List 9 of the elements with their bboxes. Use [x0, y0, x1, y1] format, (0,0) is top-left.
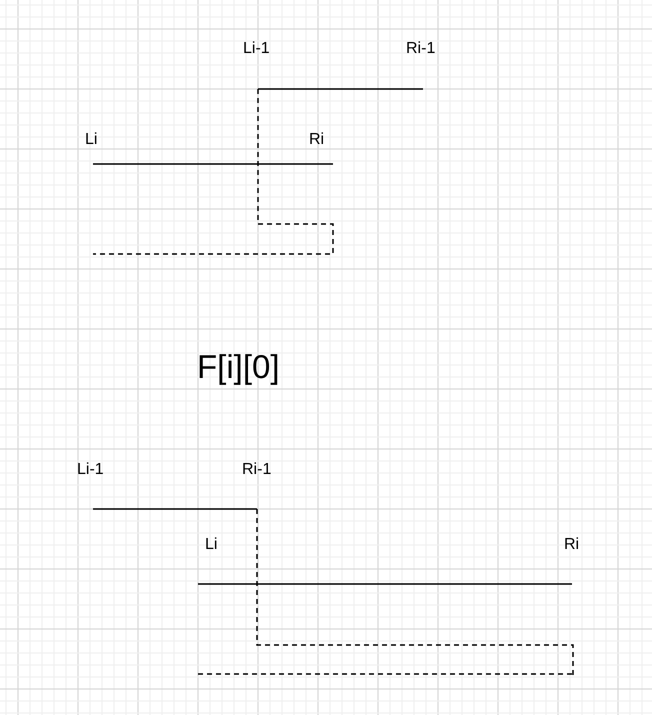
endpoint-label: Ri-1 [242, 461, 272, 479]
formula-heading: F[i][0] [197, 348, 280, 386]
endpoint-label: Li-1 [77, 461, 104, 479]
endpoint-label: Li-1 [243, 40, 270, 58]
endpoint-label: Li [85, 131, 98, 149]
endpoint-label: Li [205, 536, 218, 554]
endpoint-label: Ri-1 [406, 40, 436, 58]
endpoint-label: Ri [309, 131, 324, 149]
endpoint-label: Ri [564, 536, 580, 554]
